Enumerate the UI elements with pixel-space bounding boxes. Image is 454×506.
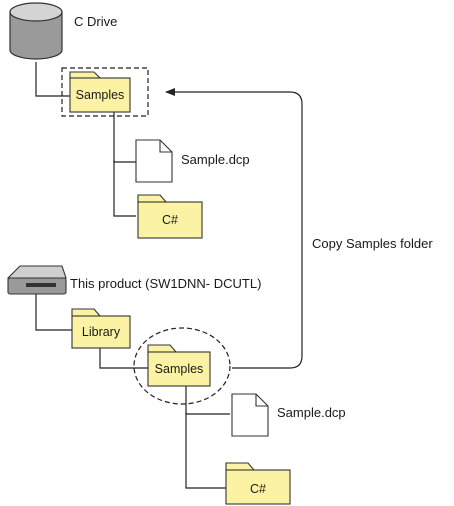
removable-drive-icon [6, 265, 67, 295]
bottom-samples-folder-icon [147, 344, 211, 387]
tree-connectors [35, 62, 230, 489]
product-label: This product (SW1DNN- DCUTL) [70, 276, 262, 291]
bottom-csharp-folder-icon [225, 462, 291, 505]
library-folder-label: Library [81, 325, 121, 339]
bottom-samples-folder-label: Samples [154, 362, 204, 376]
c-drive-label: C Drive [74, 14, 118, 29]
csharp-folder-icon [137, 194, 203, 239]
document-icon [135, 139, 173, 183]
csharp-folder-label: C# [162, 213, 178, 227]
samples-folder-label: Samples [75, 88, 125, 102]
samples-folder-icon [69, 71, 131, 113]
sample-file-label: Sample.dcp [181, 152, 250, 167]
copy-label: Copy Samples folder [312, 236, 433, 251]
selection-ellipse [133, 327, 231, 405]
drive-cylinder-icon [9, 2, 63, 60]
bottom-document-icon [231, 393, 269, 437]
library-folder-icon [71, 308, 131, 349]
copy-arrow [165, 88, 303, 369]
bottom-csharp-folder-label: C# [250, 482, 266, 496]
bottom-sample-file-label: Sample.dcp [277, 405, 346, 420]
selection-box [61, 67, 149, 117]
